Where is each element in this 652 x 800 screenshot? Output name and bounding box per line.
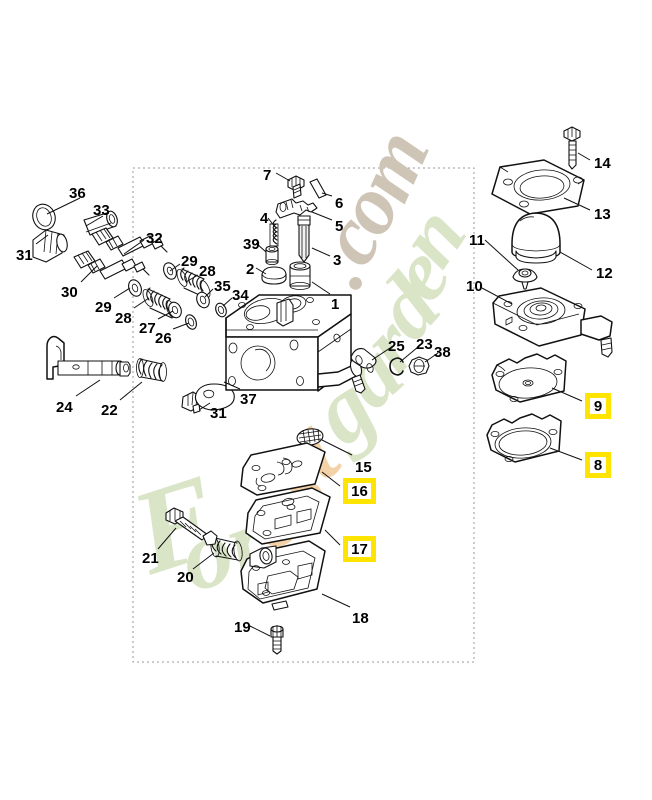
part-8-pump-gasket [486, 413, 562, 463]
callout-number-33: 33 [93, 202, 110, 219]
callout-number-32: 32 [146, 230, 163, 247]
callout-number-24: 24 [56, 399, 73, 416]
callout-number-25: 25 [388, 338, 405, 355]
part-28-spring-upper [176, 267, 211, 299]
callout-number-6: 6 [335, 195, 344, 212]
part-7-screw [287, 175, 305, 199]
callout-number-39: 39 [243, 236, 260, 253]
callout-number-28a: 28 [199, 263, 216, 280]
callout-number-10: 10 [466, 278, 483, 295]
part-2-welch-plug [261, 266, 287, 285]
callout-number-28b: 28 [115, 310, 132, 327]
part-37-plate [194, 383, 235, 411]
part-33-sleeve [83, 210, 118, 236]
part-19-screw [270, 625, 284, 655]
part-11-check-valve [512, 268, 538, 290]
part-38-nut [408, 356, 430, 376]
part-13-pump-cover [491, 159, 585, 215]
assembly-frame [132, 167, 475, 663]
part-5-lever [275, 198, 318, 219]
callout-number-31a: 31 [16, 247, 33, 264]
part-24-throttle-shaft [46, 335, 131, 380]
callout-number-29a: 29 [181, 253, 198, 270]
part-9-pump-diaphragm [491, 353, 567, 403]
part-28-spring-lower [142, 287, 177, 319]
part-39-bushing [265, 245, 279, 265]
part-12-primer-bulb [511, 212, 561, 264]
callout-number-21: 21 [142, 550, 159, 567]
callout-number-30: 30 [61, 284, 78, 301]
highlight-box-8[interactable]: 8 [585, 452, 611, 478]
callout-number-15: 15 [355, 459, 372, 476]
part-25-lever-plate [350, 348, 377, 373]
part-26-oring [185, 314, 197, 330]
callout-number-11: 11 [469, 232, 485, 249]
highlight-box-9[interactable]: 9 [585, 393, 611, 419]
part-21-long-screw [165, 507, 218, 546]
callout-number-22: 22 [101, 402, 118, 419]
part-10-pump-body [492, 287, 613, 358]
callout-number-3: 3 [333, 252, 342, 269]
callout-number-18: 18 [352, 610, 369, 627]
callout-number-1: 1 [331, 296, 340, 313]
part-32-needle-upper [91, 227, 168, 257]
callout-number-26: 26 [155, 330, 172, 347]
callout-number-36: 36 [69, 185, 86, 202]
callout-number-23: 23 [416, 336, 433, 353]
callout-number-2: 2 [246, 261, 255, 278]
callout-number-35: 35 [214, 278, 231, 295]
callout-number-38: 38 [434, 344, 451, 361]
callout-number-20: 20 [177, 569, 194, 586]
part-14-screw [563, 126, 581, 170]
callout-number-37: 37 [240, 391, 257, 408]
part-16-gasket [240, 442, 326, 496]
callout-number-27: 27 [139, 320, 156, 337]
leader-lines [35, 152, 593, 637]
part-34-oring [215, 302, 227, 318]
part-22-spring [136, 358, 167, 382]
callout-number-4: 4 [260, 210, 269, 227]
part-6-rod [309, 178, 327, 199]
callout-number-14: 14 [594, 155, 611, 172]
callout-number-7: 7 [263, 167, 272, 184]
part-23-clip [389, 357, 404, 376]
callout-number-12: 12 [596, 265, 613, 282]
callout-number-5: 5 [335, 218, 344, 235]
callout-number-29b: 29 [95, 299, 112, 316]
part-31-cap-left [32, 229, 68, 263]
part-3-needle-valve [297, 215, 311, 263]
part-29-washer-lower [128, 279, 142, 297]
part-1-plug [289, 261, 311, 290]
highlight-box-17[interactable]: 17 [343, 536, 376, 562]
part-36-oring [32, 203, 56, 231]
callout-number-19: 19 [234, 619, 251, 636]
highlight-box-16[interactable]: 16 [343, 478, 376, 504]
part-18-metering-body [240, 540, 326, 611]
callout-number-31b: 31 [210, 405, 227, 422]
callout-number-13: 13 [594, 206, 611, 223]
carburetor-body [225, 294, 366, 394]
part-30-needle-lower [73, 250, 150, 280]
callout-number-34: 34 [232, 287, 249, 304]
part-17-metering-diaphragm [245, 487, 331, 545]
part-4-spring [269, 219, 279, 247]
